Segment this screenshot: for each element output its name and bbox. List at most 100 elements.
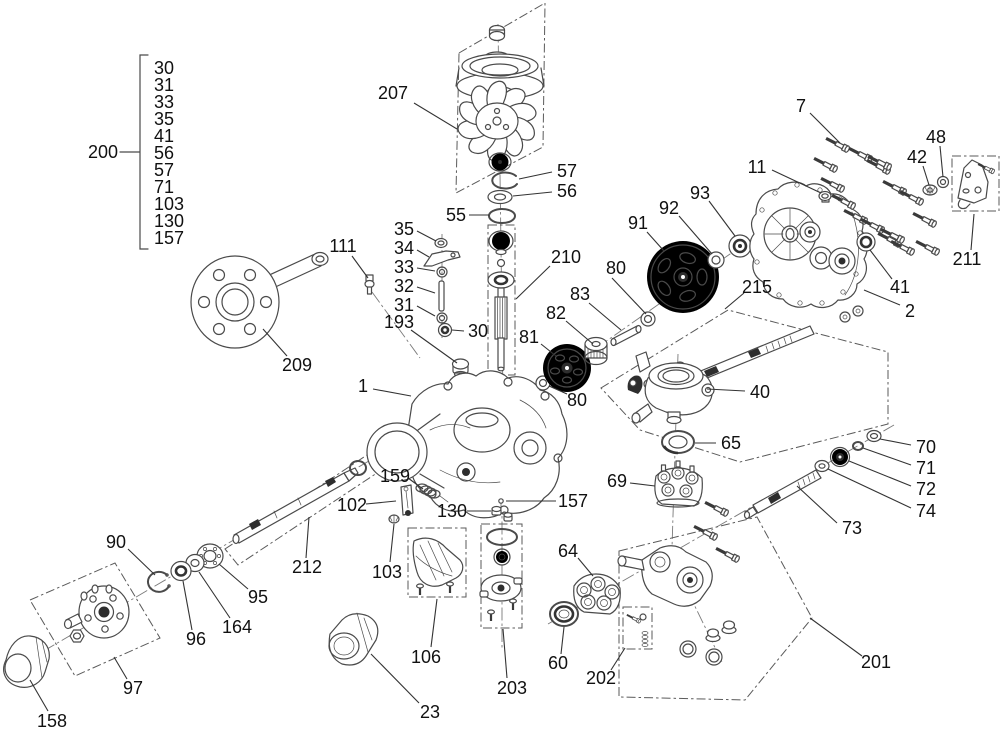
leader-64-37 [577,557,594,577]
callout-91-18: 91 [628,213,648,233]
bleed-kit-box-202 [622,606,653,650]
callout-11-22: 11 [748,157,767,177]
callout-215-28: 215 [742,277,772,297]
bearing-93 [728,234,752,258]
callout-164-47: 164 [222,617,252,637]
leader-48-23 [939,145,944,178]
leader-70-32 [879,438,912,446]
callout-55-3: 55 [446,205,466,225]
callout-158-44: 158 [37,711,67,731]
callout-159-54: 159 [380,466,410,486]
callout-41-26: 41 [890,277,910,297]
parts-list-item-31: 31 [154,75,174,95]
parts-list-item-71: 71 [154,177,174,197]
group-200-label: 200 [88,142,118,162]
ring-71 [852,441,864,451]
center-section-nuts [705,620,737,643]
screw-157 [498,498,504,508]
leader-90-49 [127,548,156,576]
leader-30-9 [451,329,465,332]
parts-list-bracket [119,54,149,250]
leader-203-41 [502,628,508,679]
leader-35-4 [416,230,437,242]
leader-193-11 [410,329,458,364]
callout-30-9: 30 [468,321,488,341]
callout-211-25: 211 [953,249,982,269]
parts-list-item-41: 41 [154,126,174,146]
callout-93-20: 93 [690,183,710,203]
axle-cap-158 [3,635,50,688]
leader-211-25 [970,213,975,251]
callout-202-39: 202 [586,668,616,688]
callout-1-51: 1 [358,376,368,396]
leader-210-12 [515,265,551,300]
callout-56-2: 56 [557,181,577,201]
callout-labels: 2075756553534333231301111932108083828180… [29,83,982,731]
parts-list-item-33: 33 [154,92,174,112]
leader-80-13 [611,277,647,315]
callout-31-8: 31 [394,295,414,315]
leader-158-44 [29,679,49,712]
bleed-parts-202 [625,612,649,647]
washer-56 [487,189,513,205]
retaining-ring-57 [491,171,518,190]
callout-157-57: 157 [558,491,588,511]
leader-33-6 [416,267,436,272]
o-ring-55 [488,208,516,224]
thrust-ring-60 [549,601,579,627]
washer-48 [936,175,950,189]
pinion-gear-82 [584,336,608,366]
callout-35-4: 35 [394,219,414,239]
callout-82-15: 82 [546,303,566,323]
leader-92-19 [678,215,713,255]
motor-shaft-73 [743,469,822,520]
pump-shaft-kit-box-210 [487,224,516,376]
control-link-102 [400,484,414,516]
leader-2-27 [863,289,901,306]
leader-159-54 [407,477,424,490]
leader-71-33 [862,447,912,466]
callout-40-29: 40 [750,382,770,402]
reduction-gear-81 [543,344,591,392]
shaft-seal-41 [856,232,876,252]
hub-nut [69,629,85,643]
callout-201-40: 201 [861,652,891,672]
pump-input-shaft-210 [487,230,515,372]
callout-60-38: 60 [548,653,568,673]
leader-102-53 [365,500,397,505]
leader-1-51 [372,388,412,397]
callout-96-46: 96 [186,629,206,649]
leader-57-1 [518,171,553,180]
leader-73-36 [796,485,838,524]
leader-80-17 [548,385,568,395]
callout-74-35: 74 [916,501,936,521]
transaxle-housing-1 [366,370,568,519]
callout-72-34: 72 [916,479,936,499]
leader-93-20 [708,200,736,237]
pump-seal-65 [661,430,695,455]
parts-list-item-30: 30 [154,58,174,78]
callout-81-16: 81 [519,327,539,347]
cover-kit-203 [479,528,523,622]
leader-11-22 [771,169,822,194]
cylinder-block-69 [654,460,703,508]
nut-42 [922,184,938,196]
leader-201-40 [809,617,863,657]
callout-69-31: 69 [607,471,627,491]
center-section-kit-box-201 [618,516,813,701]
return-spring-159 [415,483,449,503]
callout-80-13: 80 [606,258,626,278]
leader-95-48 [218,563,249,590]
snap-ring-90 [147,570,171,593]
input-hub-209 [190,251,329,349]
leader-74-35 [827,468,912,509]
callout-2-27: 2 [905,301,915,321]
leader-207-0 [413,102,458,130]
leader-212-52 [305,516,310,559]
callout-203-41: 203 [497,678,527,698]
leader-34-5 [416,249,430,258]
leader-42-24 [922,165,930,186]
leader-106-42 [430,598,438,648]
